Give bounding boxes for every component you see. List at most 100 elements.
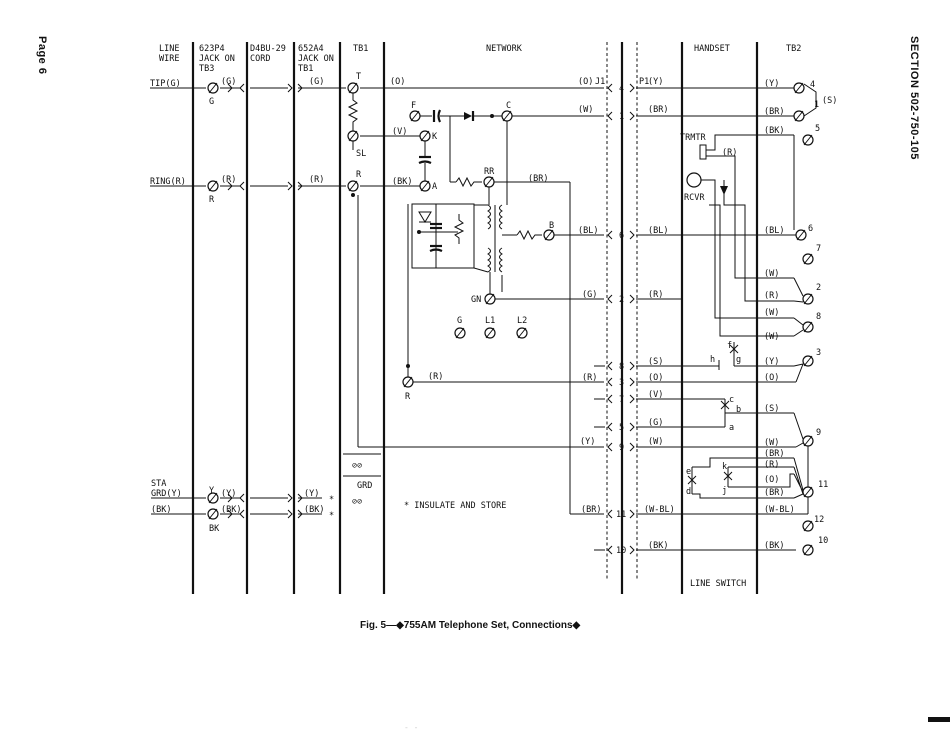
- svg-text:(R): (R): [764, 460, 779, 470]
- net-a-label: A: [432, 182, 437, 192]
- pin-row-2: 2 (G) (R): [582, 290, 663, 305]
- net-gn-label: GN: [471, 295, 481, 305]
- header-jack-tb1-3: TB1: [298, 64, 313, 74]
- figure-caption: Fig. 5—◆755AM Telephone Set, Connections…: [360, 620, 581, 631]
- svg-text:(W-BL): (W-BL): [764, 505, 795, 515]
- svg-text:(W): (W): [764, 269, 779, 279]
- main-wires: [178, 83, 604, 519]
- svg-text:(W): (W): [764, 332, 779, 342]
- svg-text:(R): (R): [582, 373, 597, 383]
- network-circuit: (O) (V) (BK) F C RR (BR) K A: [360, 77, 604, 515]
- tip-wire-label: TIP(G): [150, 79, 181, 89]
- svg-text:1: 1: [619, 112, 624, 122]
- bk-code: (BK): [221, 505, 241, 515]
- contact-d: d: [686, 487, 691, 497]
- handset-wiring: TRMTR RCVR (R) f g h c b a k e d j: [636, 87, 796, 589]
- net-rr-label: RR: [484, 167, 495, 177]
- net-c-label: C: [506, 101, 511, 111]
- svg-text:(W): (W): [764, 308, 779, 318]
- pin-row-8: 8 (S): [594, 357, 663, 372]
- contact-c: c: [729, 395, 734, 405]
- bk-wire-label: (BK): [151, 505, 171, 515]
- page-edge-mark: [928, 717, 950, 722]
- tb1-tip-code: (G): [309, 77, 324, 87]
- svg-text:(Y): (Y): [764, 357, 779, 367]
- svg-text:(G): (G): [582, 290, 597, 300]
- contact-a: a: [729, 423, 734, 433]
- net-f-label: F: [411, 101, 416, 111]
- svg-text:4: 4: [619, 84, 624, 94]
- svg-text:6: 6: [808, 224, 813, 234]
- contact-h: h: [710, 355, 715, 365]
- pin-row-11: 11 (BR) (W-BL): [581, 505, 675, 520]
- insulate-star-1: *: [329, 495, 334, 505]
- insulate-star-2: *: [329, 511, 334, 521]
- tip-o-code: (O): [390, 77, 405, 87]
- tb2-s-bracket: (S): [822, 96, 837, 106]
- header-jack-tb1-1: 652A4: [298, 44, 324, 54]
- tb1-y-code: (Y): [304, 489, 319, 499]
- svg-text:(W-BL): (W-BL): [644, 505, 675, 515]
- svg-text:9: 9: [619, 443, 624, 453]
- y-code: (Y): [221, 489, 236, 499]
- svg-text:7: 7: [816, 244, 821, 254]
- svg-text:(O): (O): [648, 373, 663, 383]
- line-wire-labels: TIP(G) RING(R) STA GRD(Y) (BK): [150, 79, 186, 515]
- svg-text:3: 3: [619, 378, 624, 388]
- tb1-ring-code: (R): [309, 175, 324, 185]
- svg-text:8: 8: [816, 312, 821, 322]
- ring-bk-code: (BK): [392, 177, 412, 187]
- svg-text:(BR): (BR): [764, 488, 784, 498]
- svg-text:9: 9: [816, 428, 821, 438]
- svg-text:(O): (O): [578, 77, 593, 87]
- contact-f: f: [727, 341, 732, 351]
- tb1-grd-label: GRD: [357, 481, 372, 491]
- tb1-screw-glyph: ⊘⊘: [352, 461, 362, 471]
- contact-k: k: [722, 462, 727, 472]
- svg-text:(W): (W): [578, 105, 593, 115]
- y-term: Y: [209, 486, 214, 496]
- pin-row-4: 4 (O) (Y): [578, 77, 663, 94]
- net-k-label: K: [432, 132, 438, 142]
- k-v-code: (V): [392, 127, 407, 137]
- svg-text:11: 11: [818, 480, 828, 490]
- trmtr-label: TRMTR: [680, 133, 706, 143]
- svg-text:8: 8: [619, 362, 624, 372]
- tip-g-code: (G): [221, 77, 236, 87]
- svg-text:6: 6: [619, 231, 624, 241]
- column-headers: LINE WIRE 623P4 JACK ON TB3 D4BU-29 CORD…: [159, 44, 801, 74]
- tip-g-term: G: [209, 97, 214, 107]
- svg-text:10: 10: [818, 536, 828, 546]
- svg-text:7: 7: [619, 395, 624, 405]
- net-g-label: G: [457, 316, 462, 326]
- svg-text:(BK): (BK): [764, 541, 784, 551]
- header-cord-2: CORD: [250, 54, 270, 64]
- svg-text:3: 3: [816, 348, 821, 358]
- svg-text:(BR): (BR): [764, 107, 784, 117]
- net-l2-label: L2: [517, 316, 527, 326]
- svg-text:(W): (W): [648, 437, 663, 447]
- j1-label: J1: [595, 77, 605, 87]
- header-jack-tb3-1: 623P4: [199, 44, 225, 54]
- svg-text:2: 2: [619, 295, 624, 305]
- svg-text:(BL): (BL): [648, 226, 668, 236]
- svg-text:1: 1: [814, 100, 819, 110]
- svg-text:(BR): (BR): [764, 449, 784, 459]
- sta-label: STA: [151, 479, 166, 489]
- pin-row-7: 7 (V): [594, 390, 663, 405]
- tb1-terminal-block: T SL R ⊘⊘ GRD ⊘⊘ * INSULATE AND STORE: [343, 72, 604, 511]
- svg-text:2: 2: [816, 283, 821, 293]
- tb2-terminal-block: (Y) (BR) (BK) (BL) (W) (R) (W) (W) (Y) (…: [764, 79, 837, 556]
- pin-row-3: 3 (R) (O): [582, 373, 663, 388]
- svg-text:11: 11: [616, 510, 626, 520]
- svg-text:(BR): (BR): [648, 105, 668, 115]
- ring-wire-label: RING(R): [150, 177, 186, 187]
- svg-text:(O): (O): [764, 475, 779, 485]
- header-tb1: TB1: [353, 44, 368, 54]
- svg-text:(R): (R): [764, 291, 779, 301]
- pin-row-5: 5 (G): [594, 418, 663, 433]
- svg-text:(BL): (BL): [764, 226, 784, 236]
- svg-text:(BR): (BR): [581, 505, 601, 515]
- contact-j: j: [722, 486, 727, 496]
